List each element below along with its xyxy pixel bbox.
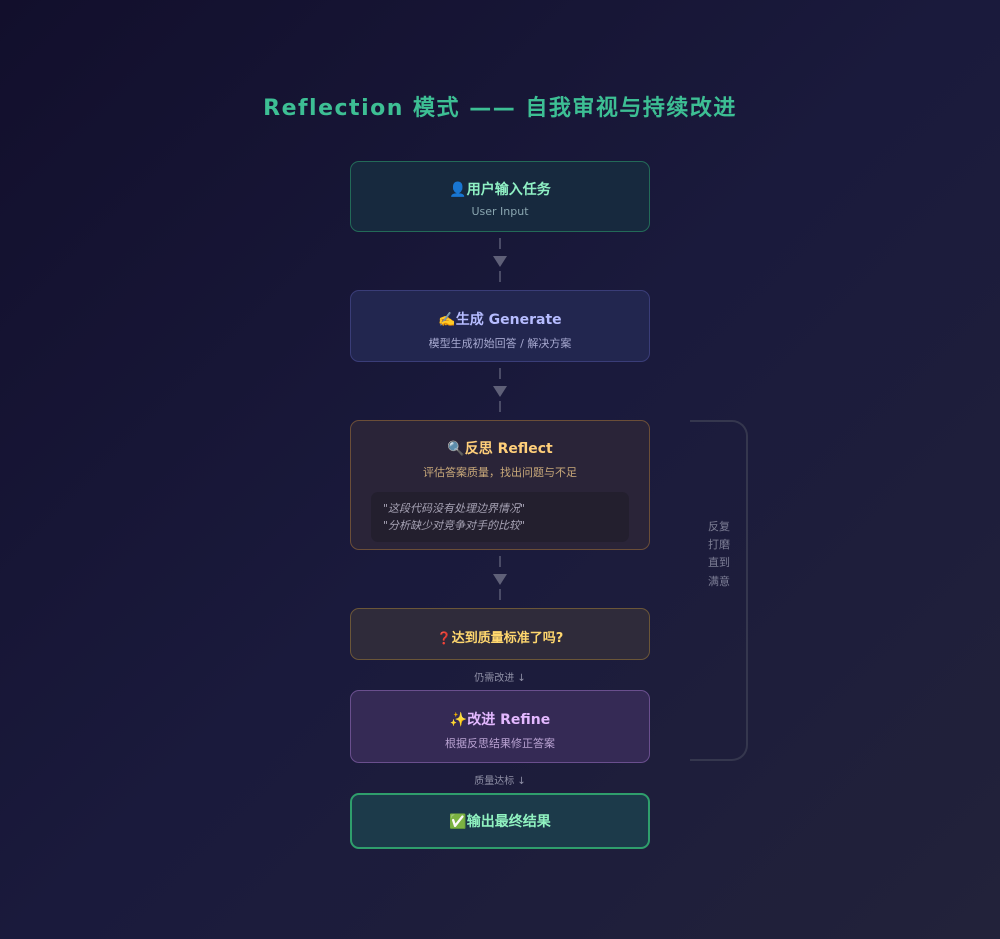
- connector-line: [499, 368, 501, 379]
- node-generate-label: 生成 Generate: [455, 312, 562, 328]
- connector-line: [499, 238, 501, 249]
- edge-label-needs-improvement: 仍需改进 ↓: [474, 673, 526, 684]
- node-quality-check: ❓达到质量标准了吗?: [350, 608, 650, 660]
- connector-line: [499, 556, 501, 567]
- node-refine-label: 改进 Refine: [467, 712, 551, 728]
- node-reflect-heading: 🔍反思 Reflect: [351, 438, 649, 458]
- edge-label-quality-met: 质量达标 ↓: [474, 776, 526, 787]
- node-output-label: 输出最终结果: [466, 814, 551, 830]
- node-output: ✅输出最终结果: [350, 793, 650, 849]
- loop-bracket: [690, 420, 748, 761]
- node-user-input-label: 用户输入任务: [466, 182, 551, 198]
- node-quality-check-label: 达到质量标准了吗?: [451, 631, 564, 646]
- arrow-down-icon: [493, 256, 507, 267]
- reflect-examples: "这段代码没有处理边界情况" "分析缺少对竞争对手的比较": [371, 492, 629, 542]
- node-refine-heading: ✨改进 Refine: [351, 709, 649, 729]
- node-generate-heading: ✍️生成 Generate: [351, 309, 649, 329]
- loop-label: 反复打磨直到满意: [708, 520, 730, 588]
- node-generate: ✍️生成 Generate 模型生成初始回答 / 解决方案: [350, 290, 650, 362]
- node-output-heading: ✅输出最终结果: [352, 811, 648, 831]
- node-quality-check-heading: ❓达到质量标准了吗?: [351, 627, 649, 646]
- node-generate-sub: 模型生成初始回答 / 解决方案: [428, 337, 572, 350]
- question-mark-icon: ❓: [436, 631, 452, 645]
- node-user-input-heading: 👤用户输入任务: [351, 179, 649, 199]
- node-reflect-label: 反思 Reflect: [464, 441, 553, 457]
- magnifier-icon: 🔍: [447, 441, 465, 457]
- connector-line: [499, 589, 501, 600]
- sparkles-icon: ✨: [449, 712, 468, 728]
- node-user-input: 👤用户输入任务 User Input: [350, 161, 650, 232]
- node-refine-sub: 根据反思结果修正答案: [445, 737, 555, 750]
- arrow-down-icon: [493, 386, 507, 397]
- reflect-example-quote: "分析缺少对竞争对手的比较": [383, 519, 526, 532]
- node-user-input-sub: User Input: [471, 205, 529, 218]
- diagram-title: Reflection 模式 —— 自我审视与持续改进: [263, 96, 737, 121]
- connector-line: [499, 401, 501, 412]
- arrow-down-icon: [493, 574, 507, 585]
- node-reflect-sub: 评估答案质量，找出问题与不足: [423, 466, 577, 479]
- node-reflect: 🔍反思 Reflect 评估答案质量，找出问题与不足 "这段代码没有处理边界情况…: [350, 420, 650, 550]
- node-refine: ✨改进 Refine 根据反思结果修正答案: [350, 690, 650, 763]
- check-mark-icon: ✅: [449, 814, 467, 830]
- writing-hand-icon: ✍️: [438, 312, 456, 328]
- user-icon: 👤: [449, 182, 467, 198]
- reflect-example-quote: "这段代码没有处理边界情况": [383, 502, 526, 515]
- connector-line: [499, 271, 501, 282]
